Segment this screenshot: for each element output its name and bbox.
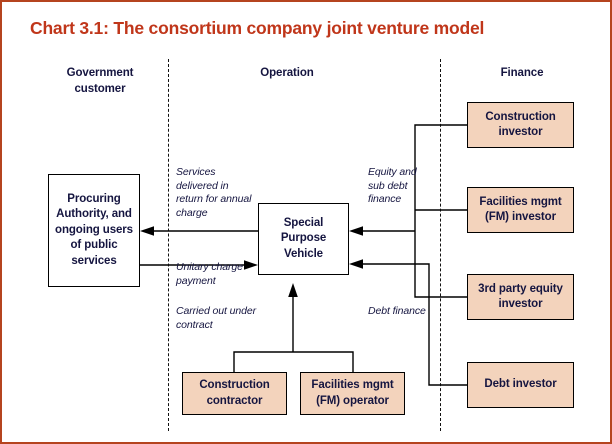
node-debt-investor-label: Debt investor bbox=[484, 378, 557, 391]
column-header-government-line1: Government bbox=[66, 67, 134, 79]
arrowhead-contractors-to-spv bbox=[288, 283, 298, 297]
node-facilities-mgmt-operator-label: Facilities mgmt (FM) operator bbox=[311, 379, 394, 407]
column-divider-right bbox=[440, 59, 441, 431]
arrowhead-debt-to-spv bbox=[349, 259, 363, 269]
annotation-unitary-charge: Unitary charge payment bbox=[176, 261, 243, 287]
node-third-party-equity-investor-label: 3rd party equity investor bbox=[478, 282, 563, 311]
node-special-purpose-vehicle-label: Special Purpose Vehicle bbox=[280, 216, 327, 260]
node-third-party-equity-investor[interactable]: 3rd party equity investor bbox=[467, 274, 574, 320]
page-title: Chart 3.1: The consortium company joint … bbox=[30, 18, 485, 38]
column-header-finance: Finance bbox=[500, 67, 544, 79]
arrowhead-authority-to-spv bbox=[244, 260, 258, 270]
column-divider-left bbox=[168, 59, 169, 431]
node-special-purpose-vehicle[interactable]: Special Purpose Vehicle bbox=[258, 203, 349, 275]
node-debt-investor[interactable]: Debt investor bbox=[467, 362, 574, 408]
node-construction-contractor-label: Construction contractor bbox=[199, 379, 270, 407]
node-procuring-authority-label: Procuring Authority, and ongoing users o… bbox=[55, 192, 133, 267]
node-facilities-mgmt-investor[interactable]: Facilities mgmt (FM) investor bbox=[467, 187, 574, 233]
annotation-services-delivered: Services delivered in return for annual … bbox=[176, 166, 252, 219]
column-header-government-line2: customer bbox=[74, 83, 126, 95]
node-construction-contractor[interactable]: Construction contractor bbox=[182, 372, 287, 415]
connector-construction-investor-bus bbox=[414, 124, 467, 231]
connector-debt-investor-to-spv bbox=[357, 263, 467, 386]
arrowhead-spv-to-authority bbox=[140, 226, 154, 236]
annotation-equity-and-sub-debt-finance: Equity and sub debt finance bbox=[368, 166, 417, 205]
annotation-debt-finance: Debt finance bbox=[368, 305, 426, 317]
connector-3rd-party-investor-bus bbox=[414, 231, 467, 298]
node-facilities-mgmt-investor-label: Facilities mgmt (FM) investor bbox=[479, 195, 562, 224]
node-procuring-authority[interactable]: Procuring Authority, and ongoing users o… bbox=[48, 174, 140, 287]
column-header-operation: Operation bbox=[260, 67, 314, 79]
annotation-carried-out-under-contract: Carried out under contract bbox=[176, 305, 257, 331]
arrowhead-equity-to-spv bbox=[349, 226, 363, 236]
node-construction-investor-label: Construction investor bbox=[485, 110, 556, 139]
node-facilities-mgmt-operator[interactable]: Facilities mgmt (FM) operator bbox=[300, 372, 405, 415]
connector-contractors-bus bbox=[233, 351, 354, 372]
node-construction-investor[interactable]: Construction investor bbox=[467, 102, 574, 148]
column-header-government: Government customer bbox=[35, 65, 165, 97]
